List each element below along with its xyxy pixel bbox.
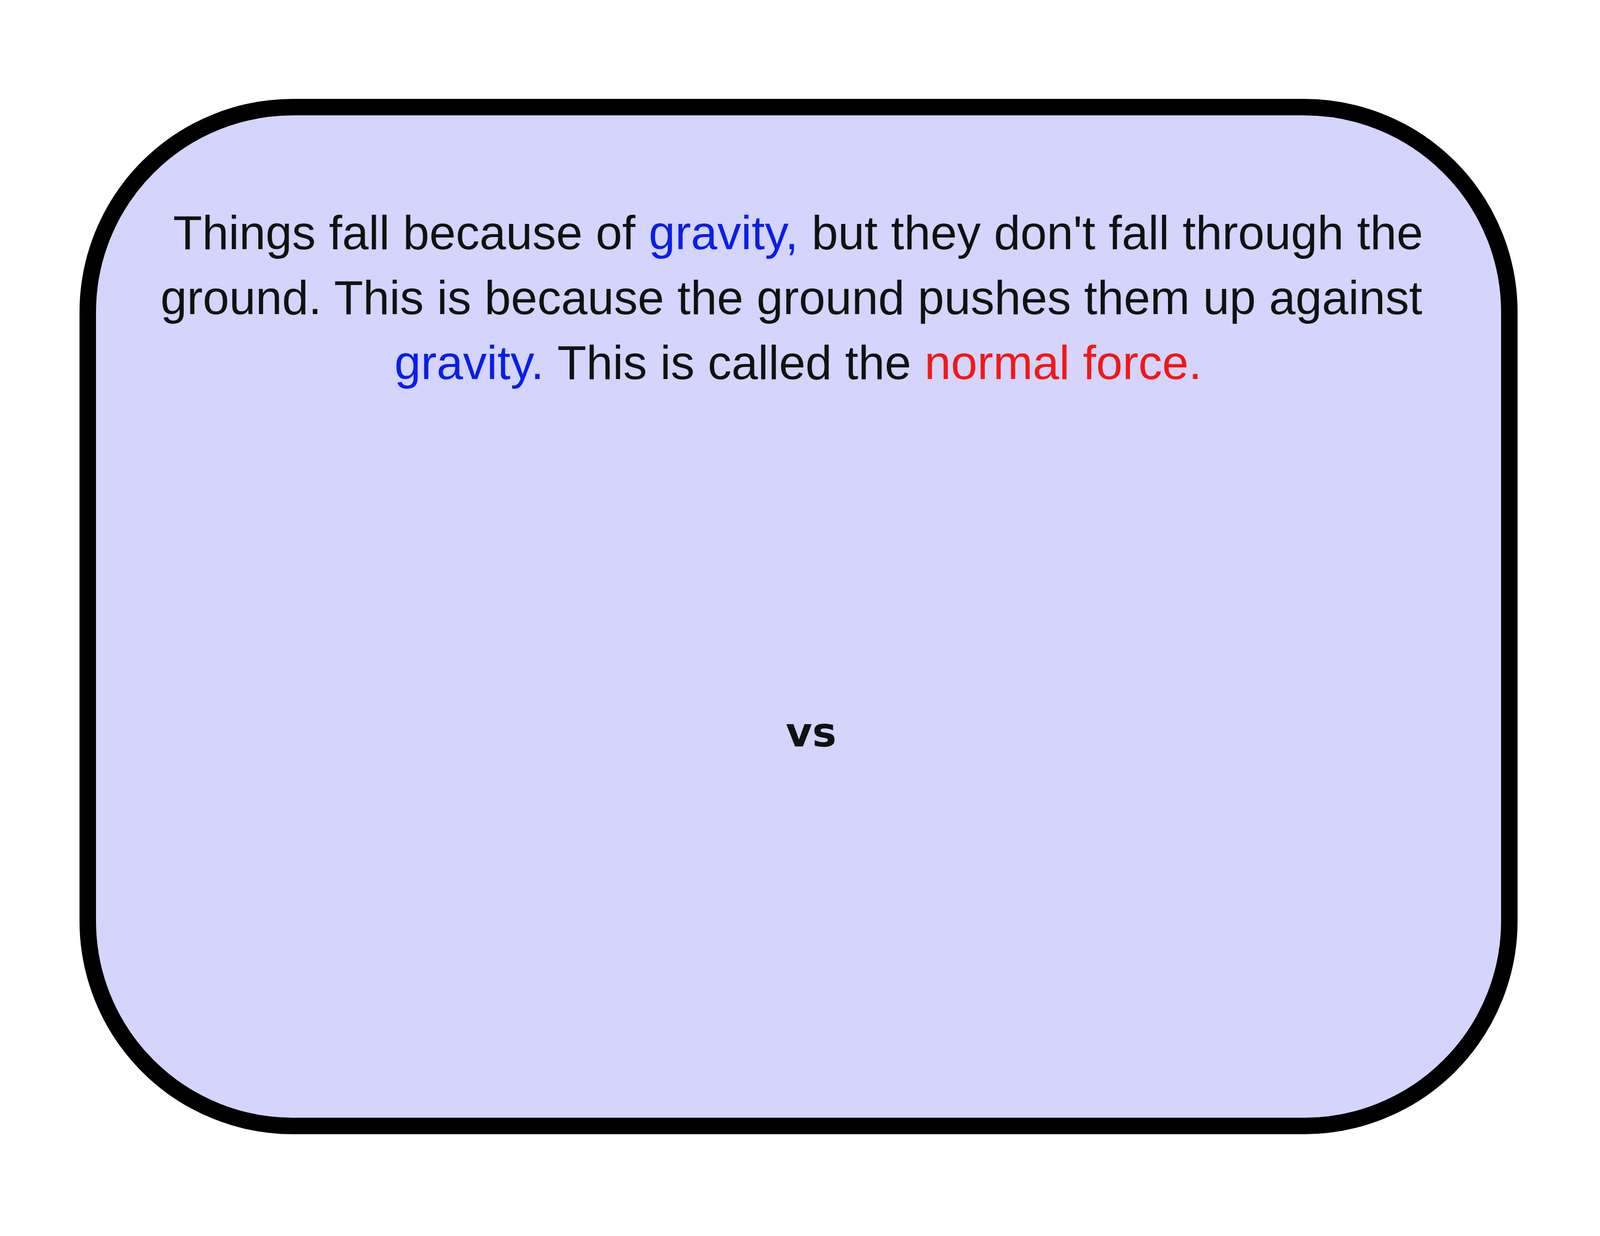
body-text: Things fall because of	[173, 206, 636, 260]
versus-label: vs	[785, 708, 837, 757]
keyword: normal force.	[924, 336, 1202, 390]
body-text: This is called the	[557, 336, 912, 390]
keyword: gravity.	[394, 336, 544, 390]
keyword: gravity,	[648, 206, 799, 260]
paragraph: Things fall because ofgravity,but they d…	[153, 200, 1443, 396]
text-panel: Things fall because ofgravity,but they d…	[79, 98, 1518, 1135]
